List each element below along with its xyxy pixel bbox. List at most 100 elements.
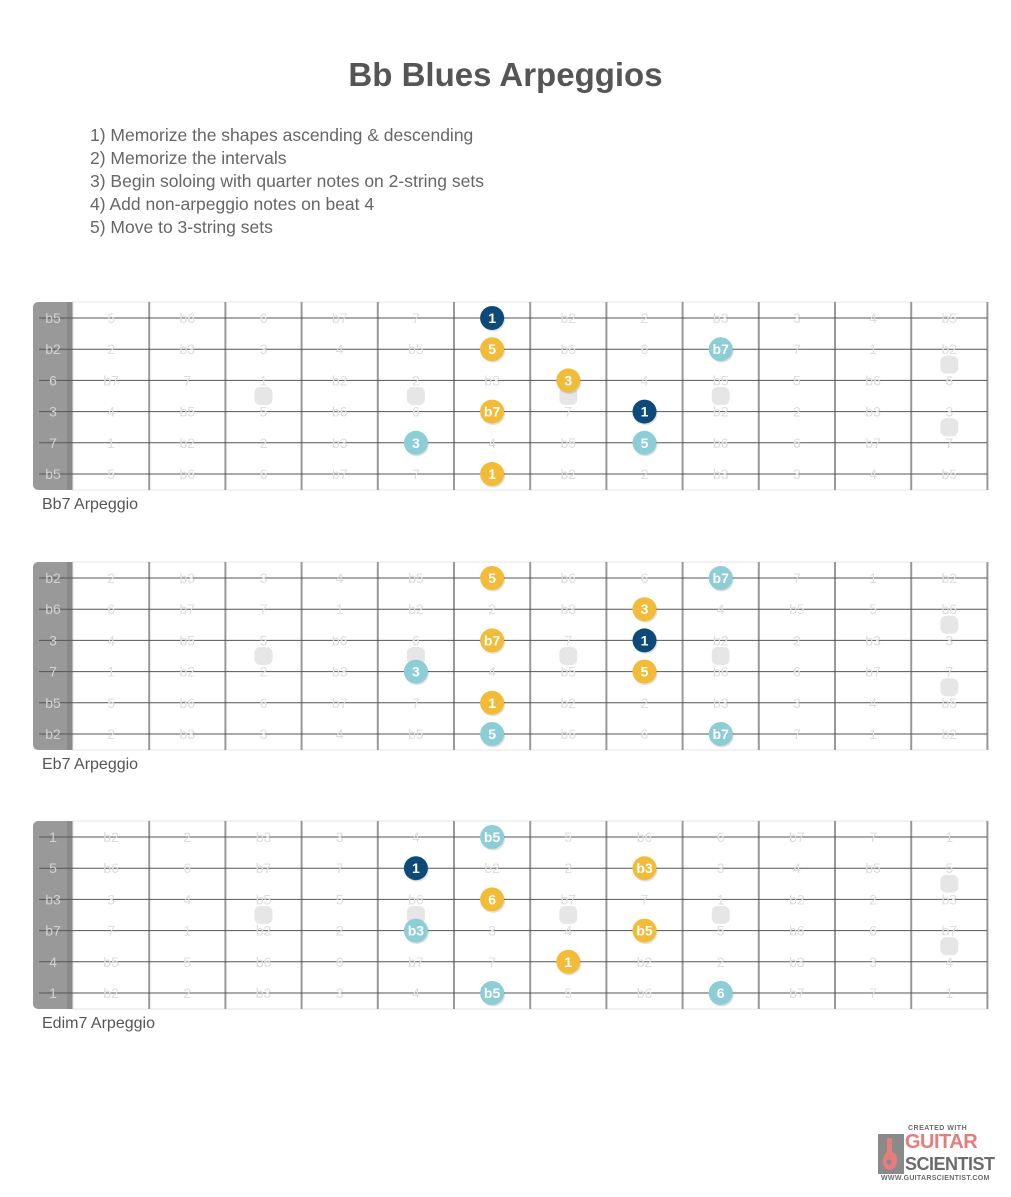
open-string-label: 7 [49, 435, 57, 451]
fret-interval-label: 6 [641, 341, 649, 357]
fret-interval-label: 6 [717, 829, 725, 845]
fret-interval-label: 4 [183, 891, 191, 907]
fret-interval-label: 3 [260, 341, 268, 357]
fret-interval-label: b2 [561, 310, 577, 326]
instruction-item: 5) Move to 3-string sets [90, 217, 273, 237]
note-dot [632, 856, 657, 881]
fret-interval-label: 7 [488, 954, 496, 970]
fret-interval-label: 5 [336, 891, 344, 907]
fret-interval-label: 7 [412, 466, 420, 482]
fret-interval-label: 3 [488, 923, 496, 939]
fret-interval-label: b6 [713, 664, 729, 680]
note-dot [632, 918, 657, 943]
fret-interval-label: 3 [945, 404, 953, 420]
note-label: 6 [488, 891, 496, 907]
fret-interval-label: 5 [260, 632, 268, 648]
note-label: 1 [412, 860, 420, 876]
note-label: 6 [717, 985, 725, 1001]
open-string-label: b2 [45, 726, 61, 742]
note-label: b7 [713, 726, 730, 742]
fret-interval-label: 2 [412, 372, 420, 388]
note-dot [480, 306, 505, 330]
fret-interval-label: b2 [713, 404, 729, 420]
logo-word-scientist: SCIENTIST [905, 1154, 995, 1174]
fret-interval-label: 4 [793, 860, 801, 876]
note-label: b7 [713, 570, 730, 586]
fret-interval-label: b6 [561, 726, 577, 742]
fret-interval-label: 7 [260, 601, 268, 617]
fret-interval-label: b7 [332, 310, 348, 326]
note-label: 3 [564, 372, 572, 388]
fret-interval-label: 3 [336, 829, 344, 845]
fret-interval-label: 3 [260, 570, 268, 586]
fret-interval-label: 2 [793, 404, 801, 420]
note-label: b5 [484, 985, 501, 1001]
logo-tagline: CREATED WITH [908, 1125, 968, 1132]
note-dot [708, 981, 733, 1005]
fret-interval-label: 6 [869, 923, 877, 939]
fret-interval-label: 7 [564, 632, 572, 648]
fret-interval-label: b5 [713, 372, 729, 388]
fret-interval-label: 6 [412, 632, 420, 648]
fret-interval-label: b7 [180, 601, 196, 617]
fret-interval-label: b2 [942, 726, 958, 742]
instruction-item: 1) Memorize the shapes ascending & desce… [90, 125, 474, 145]
fret-interval-label: b2 [637, 954, 653, 970]
fret-interval-label: 7 [412, 310, 420, 326]
fret-interval-label: 4 [412, 829, 420, 845]
fret-interval-label: 4 [869, 310, 877, 326]
fret-interval-label: 2 [183, 829, 191, 845]
open-string-label: b5 [45, 310, 61, 326]
note-label: 5 [641, 435, 649, 451]
fret-interval-label: 1 [945, 985, 953, 1001]
fret-interval-label: 1 [869, 341, 877, 357]
note-dot [403, 430, 428, 455]
fret-interval-label: 4 [336, 341, 344, 357]
note-dot [480, 887, 505, 912]
fret-interval-label: 4 [945, 954, 953, 970]
note-dot [632, 659, 657, 684]
fret-interval-label: 2 [183, 985, 191, 1001]
note-dot [556, 949, 581, 974]
fret-interval-label: 3 [260, 726, 268, 742]
fret-interval-label: b3 [942, 891, 958, 907]
open-string-label: 7 [49, 664, 57, 680]
fret-interval-label: 7 [412, 695, 420, 711]
note-dot [632, 597, 657, 622]
open-string-label: b6 [45, 601, 61, 617]
fret-interval-label: 2 [641, 466, 649, 482]
instruction-item: 2) Memorize the intervals [90, 148, 287, 168]
note-dot [480, 399, 505, 424]
fret-interval-label: 1 [107, 435, 115, 451]
fret-interval-label: 2 [641, 310, 649, 326]
fret-interval-label: 5 [564, 829, 572, 845]
fretboard-diagram-bb7: b55b66b771b22b334b5b22b334b55b66b771b26b… [0, 300, 1011, 530]
fret-inlay [940, 874, 959, 893]
fret-interval-label: 4 [336, 726, 344, 742]
note-label: b5 [636, 923, 653, 939]
fret-interval-label: 7 [336, 860, 344, 876]
fret-interval-label: 7 [793, 726, 801, 742]
fret-interval-label: b3 [484, 372, 500, 388]
nut-edge [67, 302, 73, 490]
fret-interval-label: b2 [103, 829, 119, 845]
note-dot [480, 690, 505, 715]
fret-interval-label: b6 [561, 341, 577, 357]
fret-interval-label: 2 [564, 860, 572, 876]
fret-interval-label: 1 [183, 923, 191, 939]
fret-interval-label: 7 [869, 985, 877, 1001]
open-string-label: b2 [45, 341, 61, 357]
fretboard-svg: b22b334b55b66b771b2b66b771b22b334b55b634… [33, 561, 989, 751]
fret-inlay [559, 906, 578, 924]
fret-inlay [940, 615, 959, 634]
fret-interval-label: b6 [408, 891, 424, 907]
fret-interval-label: 5 [793, 372, 801, 388]
fret-interval-label: 2 [717, 954, 725, 970]
fret-interval-label: 6 [945, 372, 953, 388]
fret-inlay [711, 647, 730, 665]
logo-url: WWW.GUITARSCIENTIST.COM [881, 1175, 990, 1182]
fret-interval-label: b2 [561, 466, 577, 482]
fret-interval-label: 4 [488, 435, 496, 451]
fret-interval-label: b6 [180, 466, 196, 482]
diagram-label: Edim7 Arpeggio [42, 1015, 155, 1032]
